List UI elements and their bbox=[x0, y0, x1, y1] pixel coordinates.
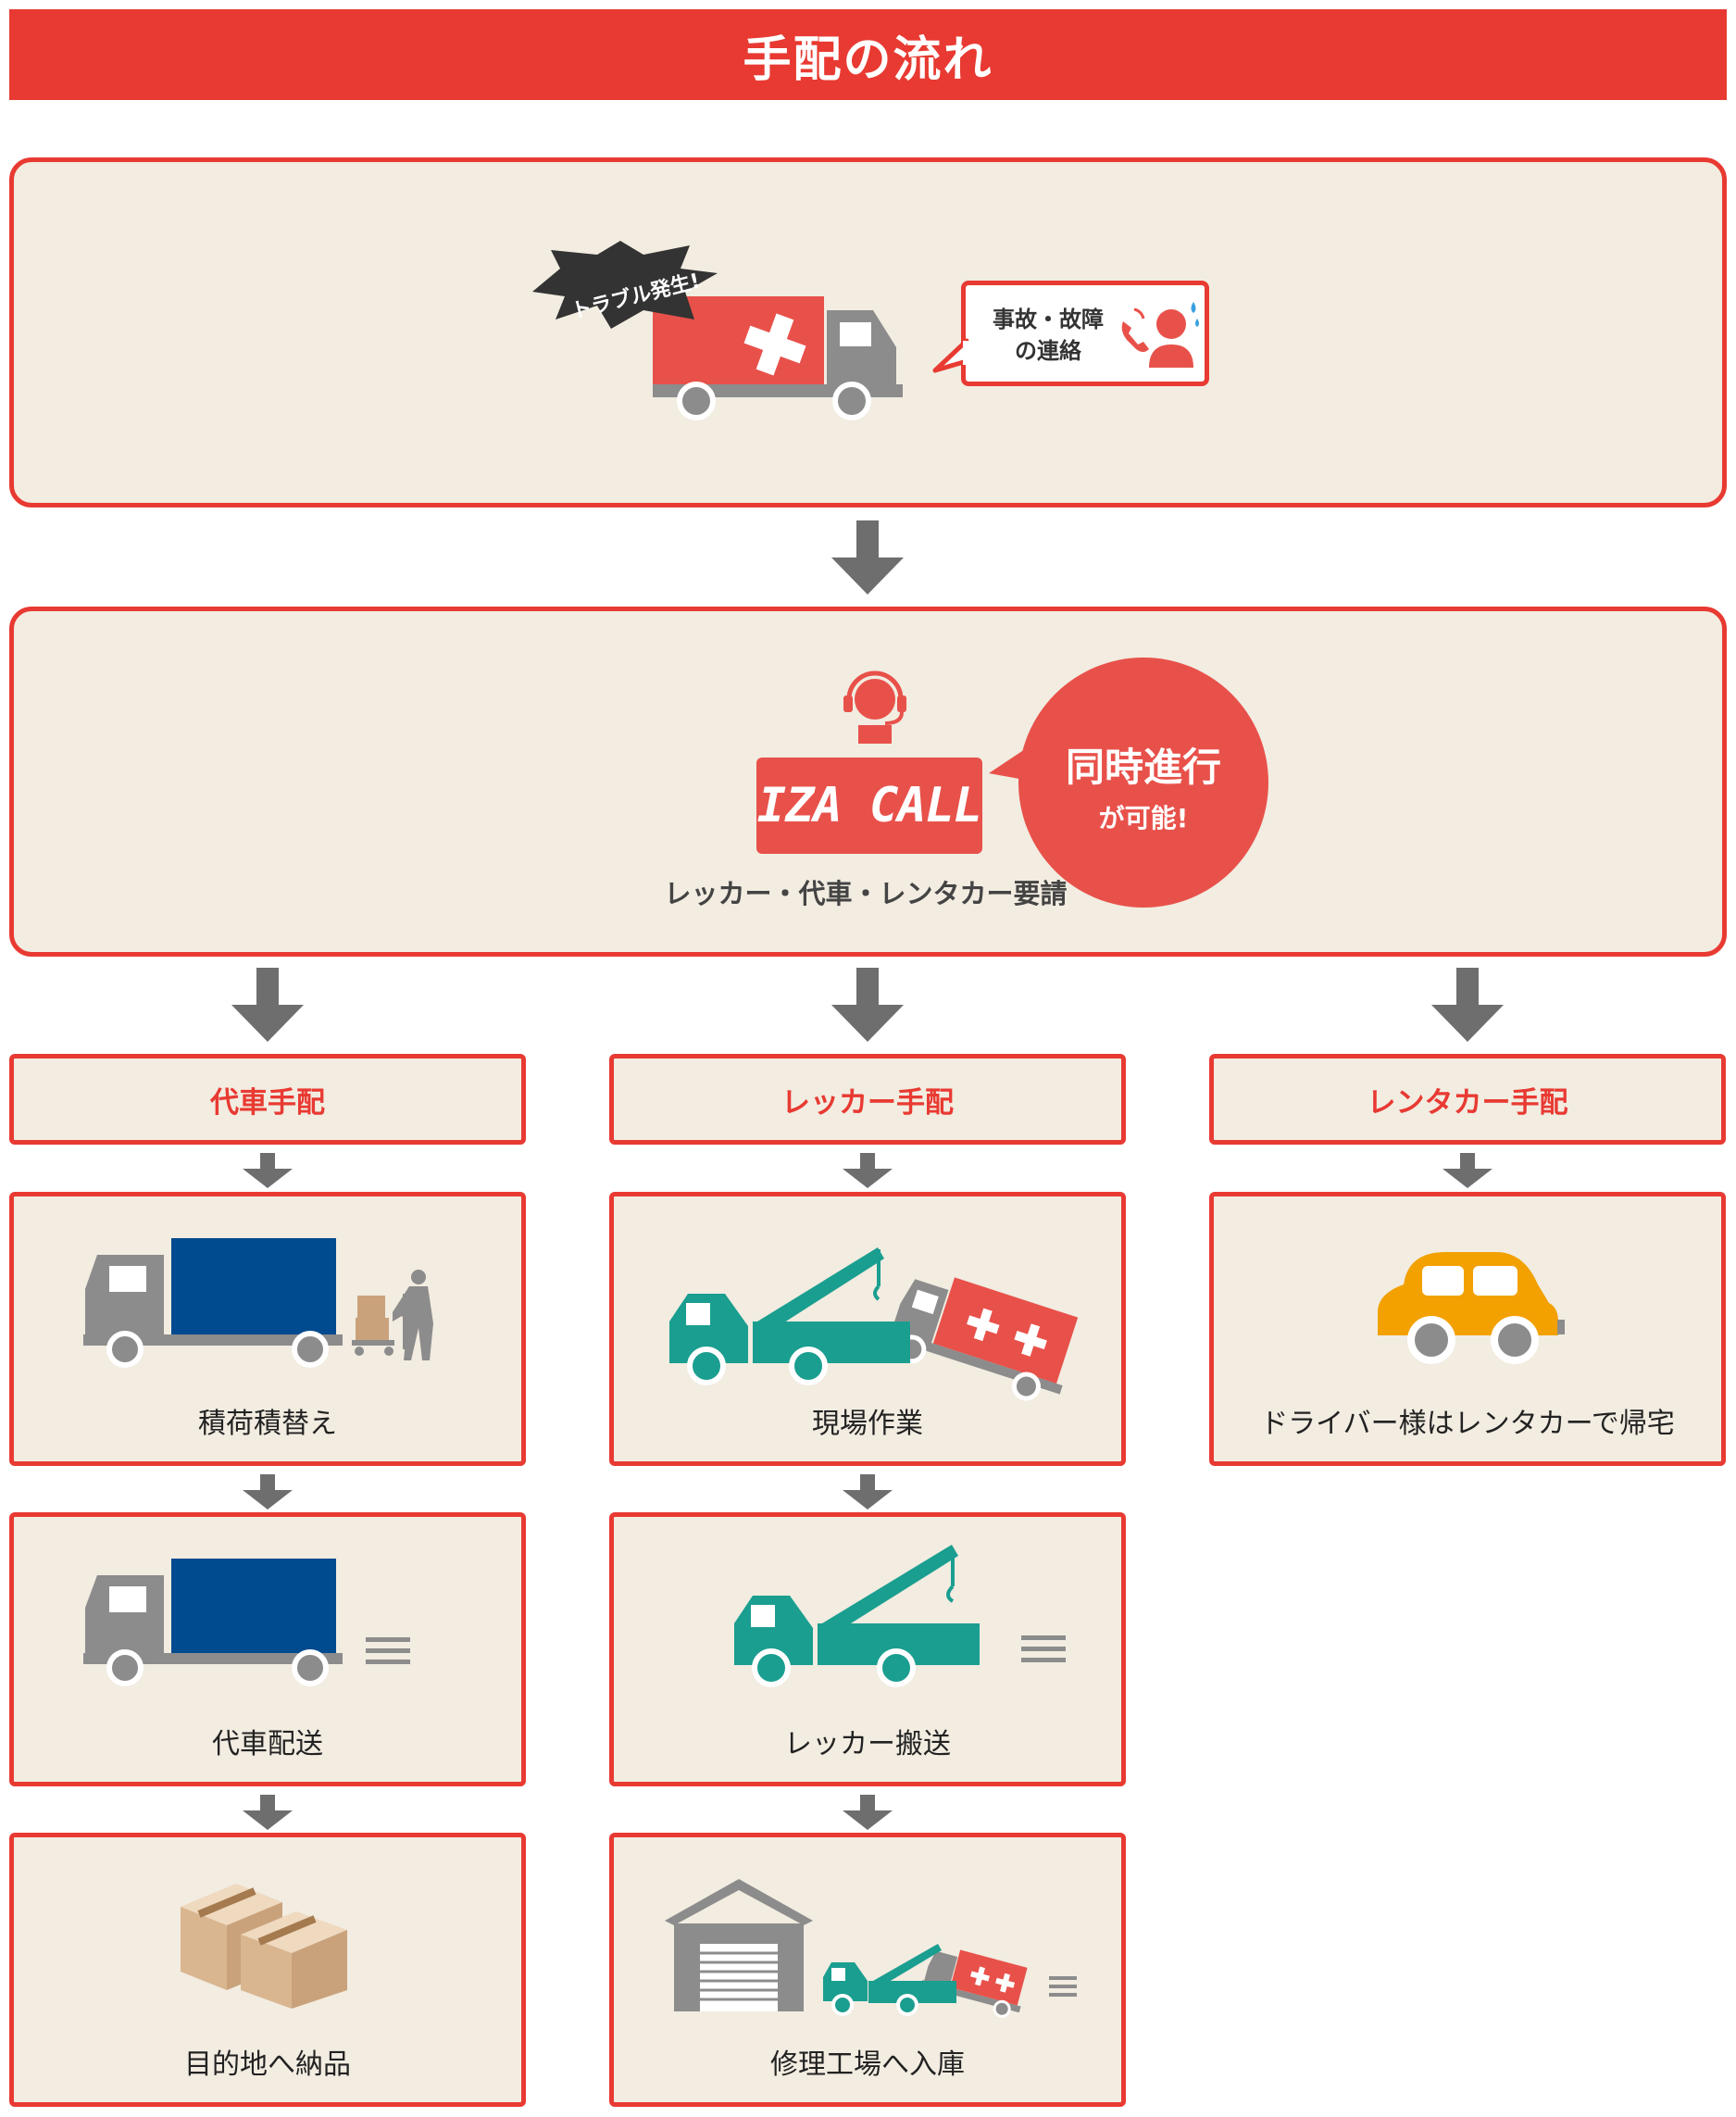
small-arrow-c2-1 bbox=[843, 1474, 893, 1509]
step-rental-home: ドライバー様はレンタカーで帰宅 bbox=[1209, 1192, 1726, 1466]
contact-bubble: 事故・故障 の連絡 bbox=[932, 281, 1209, 386]
small-arrow-c2-2 bbox=[843, 1795, 893, 1830]
contact-line2: の連絡 bbox=[1015, 338, 1081, 364]
trouble-panel: トラブル発生! 事故・故障 の連絡 bbox=[9, 157, 1727, 507]
step-repair-shop: 修理工場へ入庫 bbox=[609, 1833, 1126, 2107]
step-label: 代車配送 bbox=[212, 1728, 323, 1760]
step-car-delivery: 代車配送 bbox=[9, 1512, 526, 1786]
izacall-logo: IZA CALL bbox=[756, 758, 982, 854]
flow-arrow-col2 bbox=[831, 968, 904, 1042]
flow-arrow-col1 bbox=[231, 968, 304, 1042]
header-replacement-car: 代車手配 bbox=[9, 1054, 526, 1145]
tow-truck-lifting-icon bbox=[669, 1247, 1079, 1401]
page-title: 手配の流れ bbox=[9, 9, 1727, 100]
flow-arrow-1 bbox=[831, 520, 904, 595]
moving-truck-icon bbox=[83, 1559, 410, 1686]
simultaneous-bubble: 同時進行 が可能! bbox=[1018, 658, 1268, 908]
small-arrow-c1-1 bbox=[243, 1474, 293, 1509]
step-label: 現場作業 bbox=[812, 1408, 923, 1440]
izacall-logo-text: IZA CALL bbox=[756, 778, 982, 833]
operator-icon bbox=[843, 670, 906, 744]
step-tow-transport: レッカー搬送 bbox=[609, 1512, 1126, 1786]
step-label: 修理工場へ入庫 bbox=[770, 2048, 965, 2081]
small-arrow-c2-0 bbox=[843, 1153, 893, 1188]
step-onsite-work: 現場作業 bbox=[609, 1192, 1126, 1466]
step-cargo-transfer: 積荷積替え bbox=[9, 1192, 526, 1466]
request-caption: レッカー・代車・レンタカー要請 bbox=[664, 878, 1068, 909]
step-label: ドライバー様はレンタカーで帰宅 bbox=[1260, 1408, 1675, 1440]
step-label: レッカー搬送 bbox=[784, 1728, 951, 1760]
header-rental-car: レンタカー手配 bbox=[1209, 1054, 1726, 1145]
truck-cargo-worker-icon bbox=[83, 1238, 433, 1368]
simultaneous-line2: が可能! bbox=[1098, 803, 1189, 833]
flow-arrow-col3 bbox=[1431, 968, 1504, 1042]
small-arrow-c1-2 bbox=[243, 1795, 293, 1830]
phone-caller-icon bbox=[1121, 302, 1199, 368]
small-arrow-c1-0 bbox=[243, 1153, 293, 1188]
cardboard-boxes-icon bbox=[181, 1884, 347, 2009]
tow-truck-icon bbox=[734, 1545, 1066, 1687]
garage-tow-icon bbox=[665, 1879, 1077, 2018]
izacall-panel: IZA CALL レッカー・代車・レンタカー要請 同時進行 が可能! bbox=[9, 607, 1727, 957]
step-label: 目的地へ納品 bbox=[184, 2048, 351, 2081]
step-destination-delivery: 目的地へ納品 bbox=[9, 1833, 526, 2107]
broken-truck-icon bbox=[532, 241, 903, 420]
rental-car-icon bbox=[1378, 1252, 1565, 1364]
small-arrow-c3-0 bbox=[1443, 1153, 1492, 1188]
header-tow-truck: レッカー手配 bbox=[609, 1054, 1126, 1145]
contact-line1: 事故・故障 bbox=[993, 307, 1104, 332]
simultaneous-line1: 同時進行 bbox=[1065, 745, 1221, 790]
step-label: 積荷積替え bbox=[198, 1408, 337, 1440]
